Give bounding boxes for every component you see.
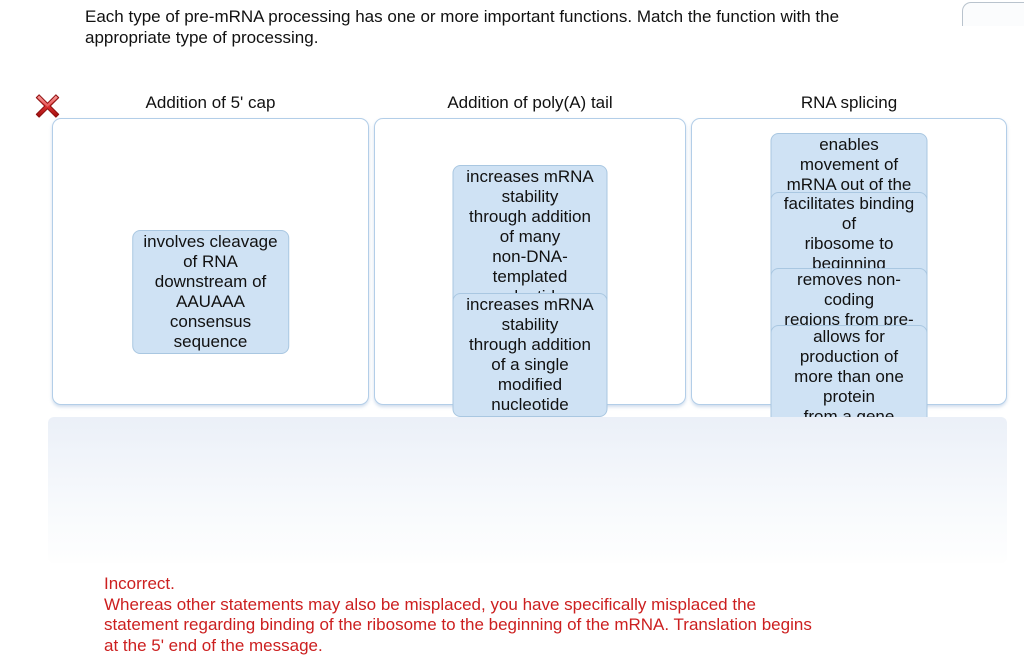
feedback-body: Whereas other statements may also be mis… [104, 594, 812, 655]
column-header-5-cap: Addition of 5' cap [145, 93, 276, 112]
instruction-text: Each type of pre-mRNA processing has one… [85, 7, 840, 47]
drag-item-single-nucleotide[interactable]: increases mRNA stability through additio… [452, 293, 608, 417]
dropzone-5-cap[interactable]: involves cleavage of RNA downstream of A… [52, 118, 369, 405]
feedback-message: Incorrect. Whereas other statements may … [104, 574, 812, 656]
red-x-icon [35, 94, 60, 118]
partial-panel-corner [962, 2, 1024, 26]
drag-item-multiple-proteins[interactable]: allows for production of more than one p… [770, 325, 928, 429]
answer-bank-panel[interactable] [48, 417, 1007, 563]
drag-item-cleavage-aauaaa[interactable]: involves cleavage of RNA downstream of A… [131, 230, 290, 354]
feedback-title: Incorrect. [104, 574, 175, 593]
column-header-polya-tail: Addition of poly(A) tail [447, 93, 613, 112]
dropzone-rna-splicing[interactable]: enables movement of mRNA out of the nucl… [691, 118, 1007, 429]
column-header-rna-splicing: RNA splicing [800, 93, 898, 112]
drag-item-many-nucleotides[interactable]: increases mRNA stability through additio… [452, 165, 608, 309]
dropzone-polya-tail[interactable]: increases mRNA stability through additio… [374, 118, 686, 417]
